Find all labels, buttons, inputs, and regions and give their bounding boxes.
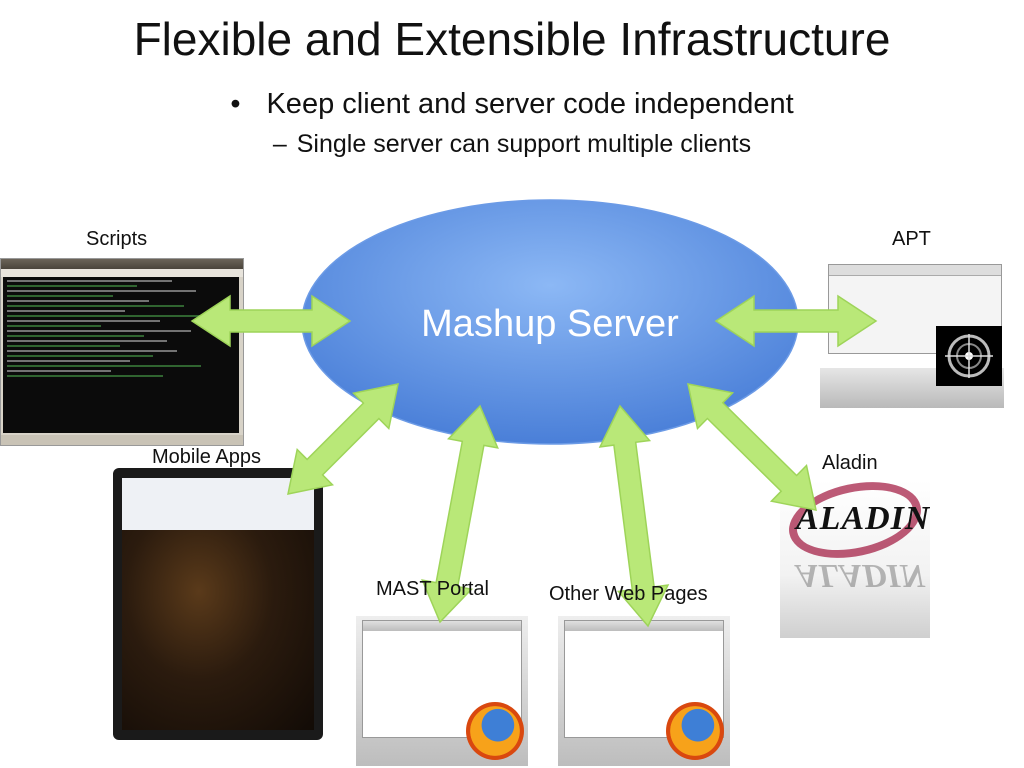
apt-label: APT xyxy=(892,228,931,250)
other-web-pages-label: Other Web Pages xyxy=(549,583,708,605)
mobile-apps-label: Mobile Apps xyxy=(152,446,261,468)
mast-portal-label: MAST Portal xyxy=(376,578,489,600)
arrow-scripts xyxy=(190,294,352,348)
bullet-level-1: • Keep client and server code independent xyxy=(0,88,1024,121)
bullet-level-2: –Single server can support multiple clie… xyxy=(0,130,1024,159)
scripts-label: Scripts xyxy=(86,228,148,250)
sub-bullet-text: Single server can support multiple clien… xyxy=(296,130,752,158)
arrow-aladin xyxy=(687,383,817,511)
slide-title: Flexible and Extensible Infrastructure xyxy=(133,13,891,65)
sub-bullet-marker: – xyxy=(272,130,287,158)
scripts-terminal-screenshot xyxy=(0,258,244,446)
firefox-icon xyxy=(666,702,724,760)
arrow-other xyxy=(598,404,670,628)
bullet-text: Keep client and server code independent xyxy=(266,88,794,120)
arrow-apt xyxy=(714,294,878,348)
target-icon xyxy=(936,326,1002,386)
mobile-app-screenshot xyxy=(113,468,323,740)
firefox-icon xyxy=(466,702,524,760)
aladin-label: Aladin xyxy=(822,452,878,474)
arrow-mobile xyxy=(287,383,399,495)
mashup-server-label: Mashup Server xyxy=(421,303,679,345)
other-web-pages-screenshot xyxy=(558,616,730,766)
arrow-mast xyxy=(421,404,499,624)
mast-portal-screenshot xyxy=(356,616,528,766)
bullet-marker: • xyxy=(230,88,241,120)
